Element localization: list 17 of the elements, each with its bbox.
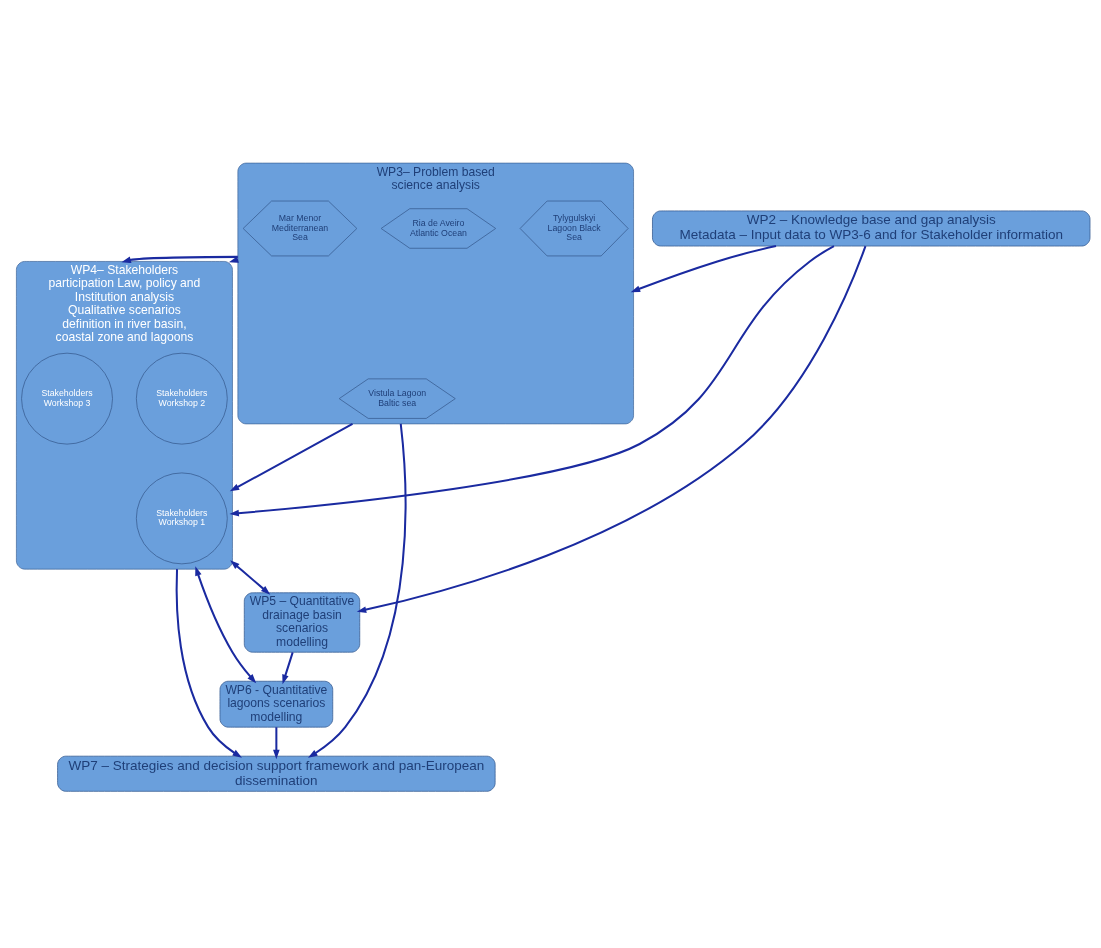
arrow [273, 726, 280, 759]
node-circle: Stakeholders Workshop 3 [21, 352, 113, 444]
arrow [229, 422, 353, 491]
arrow [230, 559, 271, 595]
node-box: WP5 – Quantitative drainage basin scenarios modelling [243, 591, 361, 653]
node-box: WP2 – Knowledge base and gap analysis Metadata – Input data to WP3-6 and for Stakeholder information [652, 210, 1091, 246]
arrow [308, 423, 407, 758]
node-circle: Stakeholders Workshop 1 [135, 472, 228, 564]
arrow [229, 244, 835, 516]
arrow [195, 565, 257, 683]
node-box: WP7 – Strategies and decision support framework and pan-European dissemination [57, 755, 496, 792]
node-circle: Stakeholders Workshop 2 [135, 352, 228, 444]
arrow [630, 244, 777, 292]
arrow [356, 245, 867, 613]
arrow [282, 651, 294, 684]
arrow [175, 568, 242, 758]
node-box: WP6 - Quantitative lagoons scenarios modelling [219, 680, 334, 728]
